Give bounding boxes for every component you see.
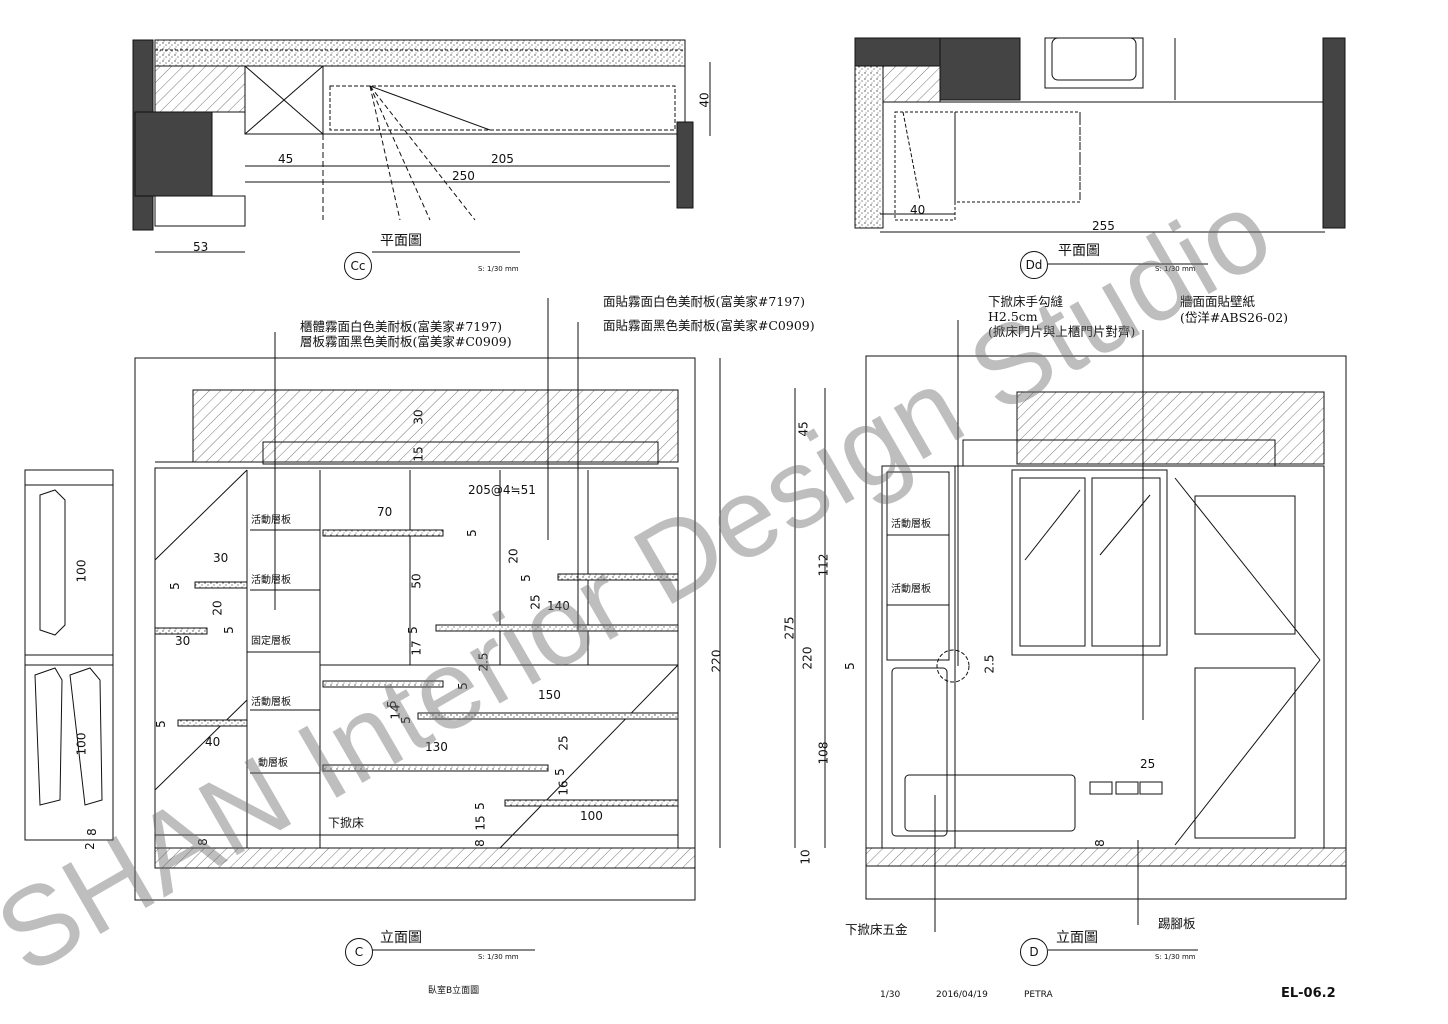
- elev-c-dim-5-f: 5: [398, 716, 413, 724]
- elev-c-dim-150: 150: [538, 688, 561, 702]
- elev-c-dim-20-left: 20: [210, 600, 225, 616]
- elev-c-dim-30-left: 30: [213, 551, 229, 565]
- elevation-d-drawing: [794, 320, 1347, 932]
- elev-c-dim-15-b: 15: [473, 815, 488, 831]
- elev-c-dim-5-l1: 5: [167, 582, 182, 590]
- plan-c-section-marker: Cc: [344, 252, 372, 280]
- elev-c-spacing-note: 205@4≒51: [468, 483, 536, 497]
- elev-c-dim-5-l2: 5: [221, 626, 236, 634]
- elev-c-dim-8-left: 8: [195, 838, 210, 846]
- elev-c-note-face-white: 面貼霧面白色美耐板(富美家#7197): [603, 294, 806, 309]
- elev-c-label-movable-3: 活動層板: [251, 697, 291, 708]
- elev-d-dim-10: 10: [798, 849, 813, 865]
- plan-d-title: 平面圖: [1058, 243, 1100, 259]
- elev-c-dim-5-g: 5: [552, 768, 567, 776]
- plan-c-dim-205: 205: [491, 152, 514, 166]
- plan-d-scale: S: 1/30 mm: [1155, 265, 1196, 273]
- plan-c-dim-45: 45: [278, 152, 294, 166]
- elev-d-note-handle: 下掀床手勾縫: [988, 294, 1064, 309]
- plan-d-dim-40: 40: [910, 203, 926, 217]
- elev-c-dim-5-c: 5: [405, 626, 420, 634]
- elev-c-dim-5-b: 5: [518, 574, 533, 582]
- elev-c-label-pulldown-bed: 下掀床: [328, 816, 365, 830]
- elev-c-note-face-black: 面貼霧面黑色美耐板(富美家#C0909): [603, 318, 815, 333]
- elev-d-label-movable-2: 活動層板: [891, 584, 931, 595]
- elev-d-dim-220: 220: [800, 646, 815, 670]
- elev-d-note-handle-height: H2.5cm: [988, 309, 1038, 324]
- elev-c-dim-100: 100: [580, 809, 603, 823]
- elev-c-label-movable-2: 活動層板: [251, 575, 291, 586]
- elev-d-label-movable-1: 活動層板: [891, 519, 931, 530]
- title-block-sheet-name: 臥室B立面圖: [428, 986, 480, 996]
- elev-c-dim-15-top: 15: [411, 446, 426, 462]
- elev-d-note-handle-align: (掀床門片與上櫃門片對齊): [988, 324, 1136, 339]
- title-block-code: EL-06.2: [1281, 986, 1336, 1001]
- wardrobe-dim-8: 8: [84, 828, 99, 836]
- elev-d-dim-45: 45: [796, 421, 811, 437]
- elev-c-dim-17: 17: [409, 640, 424, 656]
- elev-c-dim-16: 16: [556, 780, 571, 796]
- elev-c-label-movable-4: 動層板: [258, 758, 288, 769]
- plan-c-dim-53: 53: [193, 240, 209, 254]
- wardrobe-dim-100-b: 100: [74, 732, 89, 756]
- elev-c-dim-25-b: 25: [556, 735, 571, 751]
- elev-c-dim-20-a: 20: [506, 548, 521, 564]
- elev-c-dim-25-a: 25: [528, 594, 543, 610]
- title-block-scale: 1/30: [880, 990, 901, 1000]
- elev-c-title: 立面圖: [380, 930, 422, 946]
- elev-c-label-fixed: 固定層板: [251, 636, 291, 647]
- plan-c-drawing: [132, 39, 711, 253]
- elev-c-dim-140: 140: [547, 599, 570, 613]
- plan-d-dim-255: 255: [1092, 219, 1115, 233]
- elevation-c-drawing: [24, 298, 721, 901]
- wardrobe-dim-2: 2: [82, 842, 97, 850]
- elev-d-dim-5: 5: [842, 662, 857, 670]
- elev-d-dim-112: 112: [816, 553, 831, 577]
- plan-d-drawing: [854, 37, 1346, 233]
- elev-c-label-movable-1: 活動層板: [251, 515, 291, 526]
- elev-d-title: 立面圖: [1056, 930, 1098, 946]
- elev-c-dim-130: 130: [425, 740, 448, 754]
- elev-d-dim-275: 275: [782, 616, 797, 640]
- elev-d-dim-108: 108: [816, 741, 831, 765]
- elev-c-dim-30-top: 30: [411, 409, 426, 425]
- elev-d-dim-25: 25: [1140, 757, 1156, 771]
- elev-d-note-kickboard: 踢腳板: [1158, 916, 1196, 931]
- elev-c-dim-50: 50: [409, 573, 424, 589]
- elev-c-note-cabinet-body: 櫃體霧面白色美耐板(富美家#7197): [300, 319, 503, 334]
- wardrobe-dim-100-a: 100: [74, 559, 89, 583]
- plan-c-scale: S: 1/30 mm: [478, 265, 519, 273]
- elev-c-scale: S: 1/30 mm: [478, 953, 519, 961]
- elev-c-dim-5-a: 5: [464, 529, 479, 537]
- plan-c-dim-40: 40: [697, 92, 712, 108]
- elev-d-dim-2-5: 2.5: [982, 654, 997, 674]
- elev-c-dim-70: 70: [377, 505, 393, 519]
- elev-c-dim-30-left-2: 30: [175, 634, 191, 648]
- plan-c-dim-250: 250: [452, 169, 475, 183]
- elev-d-note-wallpaper-code: (岱洋#ABS26-02): [1180, 310, 1289, 325]
- elev-c-dim-220: 220: [709, 649, 724, 673]
- elev-c-dim-8: 8: [472, 839, 487, 847]
- elev-c-dim-5-l3: 5: [153, 720, 168, 728]
- elev-d-section-marker: D: [1020, 938, 1048, 966]
- elev-c-dim-40: 40: [205, 735, 221, 749]
- elev-c-section-marker: C: [345, 938, 373, 966]
- elev-c-dim-2-5: 2.5: [476, 652, 491, 672]
- elev-c-dim-5-h: 5: [472, 802, 487, 810]
- plan-d-section-marker: Dd: [1020, 251, 1048, 279]
- elev-d-note-wallpaper: 牆面面貼壁紙: [1180, 294, 1256, 309]
- elev-d-dim-8: 8: [1092, 839, 1107, 847]
- elev-d-scale: S: 1/30 mm: [1155, 953, 1196, 961]
- title-block-date: 2016/04/19: [936, 990, 988, 1000]
- elev-d-note-hardware: 下掀床五金: [845, 922, 908, 937]
- title-underlines: [372, 251, 1208, 951]
- plan-c-title: 平面圖: [380, 233, 422, 249]
- elev-c-note-shelf: 層板霧面黑色美耐板(富美家#C0909): [300, 334, 512, 349]
- title-block-designer: PETRA: [1024, 990, 1053, 1000]
- elev-c-dim-5-d: 5: [455, 682, 470, 690]
